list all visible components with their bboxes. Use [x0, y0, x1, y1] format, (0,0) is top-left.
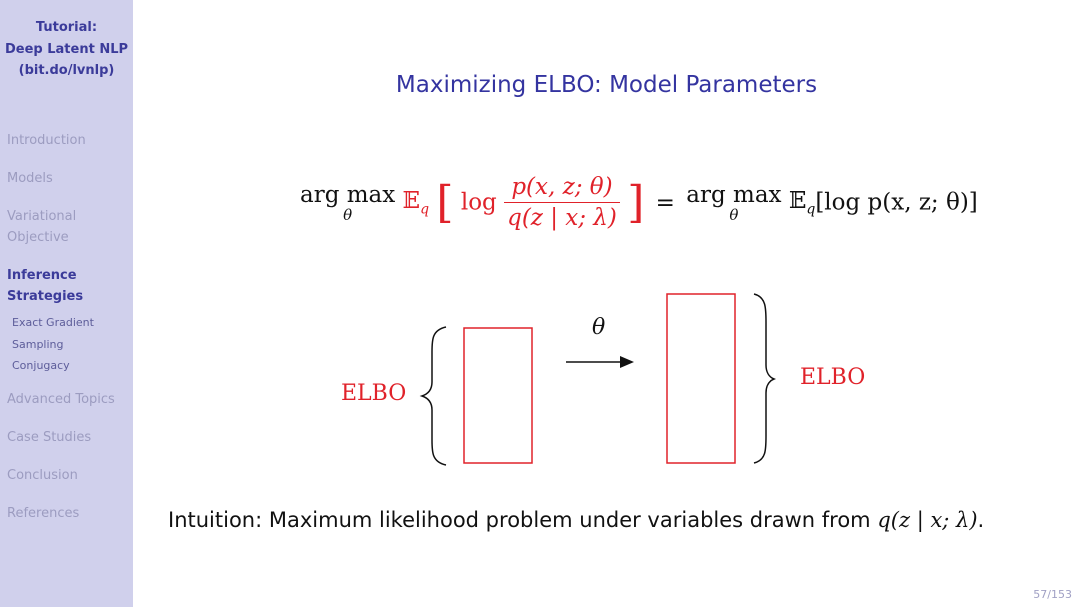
update-arrow-head [620, 356, 634, 368]
fraction-numerator: p(x, z; θ) [511, 174, 613, 200]
argmax-operator-rhs: arg max θ [686, 182, 781, 224]
log-text: log [460, 189, 497, 216]
equals-sign: = [655, 189, 675, 216]
sidebar-item-case-studies[interactable]: Case Studies [7, 430, 92, 445]
argmax-text: arg max [300, 181, 396, 208]
sidebar-item-variational-objective[interactable]: Variational Objective [7, 209, 77, 245]
sidebar-item-inference-strategies[interactable]: Inference Strategies [7, 268, 84, 304]
sidebar-item-introduction[interactable]: Introduction [7, 133, 86, 148]
argmax-subscript-rhs: θ [729, 205, 739, 224]
intuition-prefix: Intuition: Maximum likelihood problem un… [168, 508, 878, 532]
intuition-text: Intuition: Maximum likelihood problem un… [168, 508, 984, 532]
argmax-text-rhs: arg max [686, 181, 782, 208]
sidebar-subitem-exact-gradient[interactable]: Exact Gradient [12, 316, 94, 329]
sidebar: Tutorial: Deep Latent NLP (bit.do/lvnlp)… [0, 0, 133, 607]
sidebar-item-models[interactable]: Models [7, 171, 53, 186]
slide-title: Maximizing ELBO: Model Parameters [395, 72, 818, 98]
sidebar-title-line-3: (bit.do/lvnlp) [18, 63, 115, 78]
rhs-expression: [log p(x, z; θ)] [815, 189, 978, 216]
elbo-equation: arg max θ 𝔼q [ log p(x, z; θ) q(z | x; λ… [300, 160, 978, 245]
intuition-suffix: . [977, 508, 985, 532]
argmax-operator: arg max θ [300, 182, 395, 224]
sidebar-subitem-sampling[interactable]: Sampling [12, 338, 64, 351]
elbo-box-after [666, 293, 736, 464]
sidebar-item-conclusion[interactable]: Conclusion [7, 468, 78, 483]
elbo-label-right: ELBO [800, 365, 866, 390]
theta-arrow-label: θ [592, 315, 606, 340]
sidebar-item-advanced-topics[interactable]: Advanced Topics [7, 392, 115, 407]
left-brace [419, 326, 447, 466]
sidebar-item-references[interactable]: References [7, 506, 80, 521]
elbo-box-before [463, 327, 533, 464]
log-ratio-fraction: p(x, z; θ) q(z | x; λ) [504, 174, 620, 231]
expectation-symbol-rhs: 𝔼q [788, 187, 816, 218]
intuition-math: q(z | x; λ) [877, 508, 978, 532]
left-bracket: [ [436, 177, 454, 228]
right-bracket: ] [627, 177, 645, 228]
expectation-symbol: 𝔼q [402, 187, 430, 218]
fraction-denominator: q(z | x; λ) [504, 202, 620, 231]
sidebar-subitem-conjugacy[interactable]: Conjugacy [12, 359, 70, 372]
sidebar-title-line-1: Tutorial: [35, 20, 98, 35]
elbo-label-left: ELBO [341, 381, 407, 406]
sidebar-title-line-2: Deep Latent NLP [4, 42, 129, 57]
right-brace [753, 293, 777, 464]
page-number: 57/153 [1033, 588, 1072, 601]
argmax-subscript: θ [343, 205, 353, 224]
